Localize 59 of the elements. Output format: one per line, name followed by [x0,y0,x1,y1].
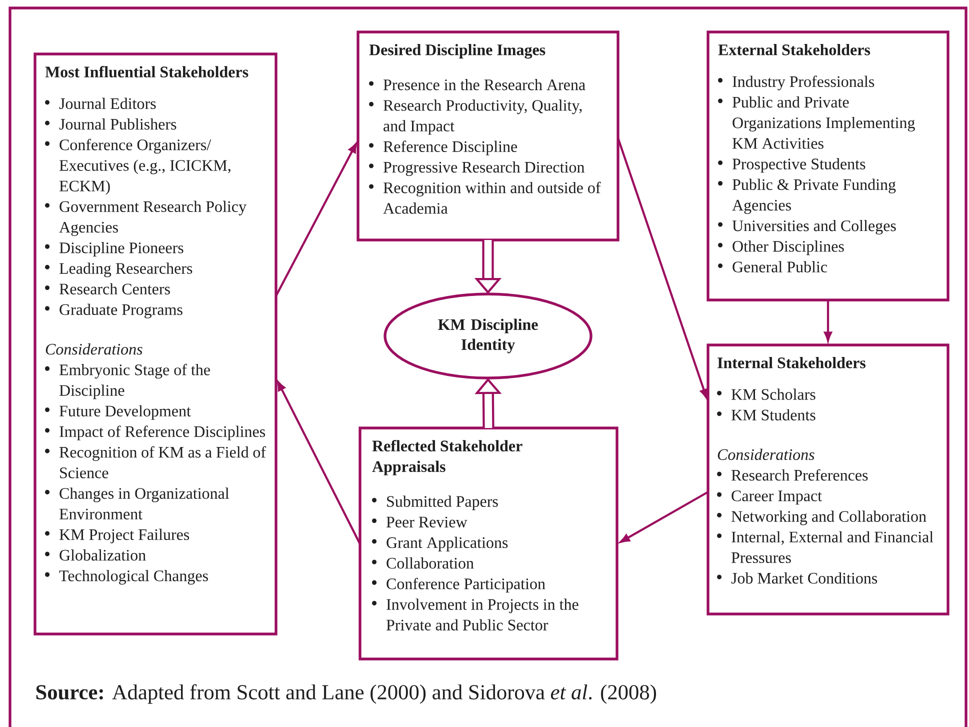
bullet-item: KM Project Failures [59,528,190,544]
bullet-item: Government Research Policy Agencies [59,200,246,236]
arrow [277,381,361,544]
bullet-item: Internal, External and Financial Pressures [731,531,934,564]
stakeholder-box [706,30,950,302]
bullet-item: Other Disciplines [732,240,844,256]
bullet-item: Public and Private Organizations Implementing KM Activities [732,96,915,149]
bullet-item: Research Centers [59,283,170,294]
bullet-item: Universities and Colleges [732,220,896,234]
bullet-item: Graduate Programs [60,304,182,318]
arrow [824,300,832,342]
box-heading: Most Influential Stakeholders [45,66,248,78]
bullet-item: Progressive Research Direction [383,161,584,176]
bullet-item: Networking and Collaboration [731,510,926,526]
arrow [275,143,357,296]
bullet-item: Involvement in Projects in the Private and Public Sector [386,598,578,630]
bullet-item: Changes in Organizational Environment [59,488,230,520]
caption-text: Source: Adapted from Scott and Lane (2000) and Sidorova et al. (2008) [36,684,656,704]
appraisals-box [358,426,618,660]
bullet-item: Future Development [59,405,191,420]
bullet-item: General Public [732,261,828,272]
bullet-item: Technological Changes [59,570,208,585]
bullet-item: KM Scholars [731,388,816,400]
bullet-item: Research Preferences [731,469,868,481]
bullet-item: Journal Publishers [59,118,176,130]
arrow [617,138,708,399]
bullet-item: Reference Discipline [383,140,518,156]
bullet-item: Discipline Pioneers [59,242,184,256]
bullet-item: Public & Private Funding Agencies [732,178,896,214]
bullet-item: Impact of Reference Disciplines [60,426,266,440]
box-heading: Desired Discipline Images [369,44,546,59]
bullet-item: Job Market Conditions [731,572,878,584]
images-box [356,30,620,242]
box-heading: Reflected Stakeholder Appraisals [372,440,522,476]
bullet-item: Industry Professionals [732,76,874,90]
box-heading: Internal Stakeholders [718,357,866,368]
bullet-item: Leading Researchers [59,262,192,278]
bullet-item: Research Productivity, Quality, and Impact [383,100,582,135]
arrow [620,491,709,543]
section-heading: Considerations [46,343,142,355]
bullet-item: KM Students [731,409,816,420]
bullet-item: Conference Organizers/ Executives (e.g., ICICKM, ECKM) [59,138,230,195]
bullet-item: Globalization [60,549,146,561]
bullet-item: Embryonic Stage of the Discipline [59,364,210,400]
bullet-item: Career Impact [732,490,822,504]
bullet-item: Submitted Papers [387,496,498,510]
bullet-item: Grant Applications [386,536,508,552]
bullet-item: Presence in the Research Arena [383,78,586,90]
bullet-item: Recognition of KM as a Field of Science [59,446,266,478]
bullet-item: Collaboration [386,557,474,569]
bullet-item: Prospective Students [732,158,866,173]
box-heading: External Stakeholders [718,44,870,56]
bullet-item: Peer Review [386,516,468,528]
bullet-item: Journal Editors [59,98,156,110]
stakeholder-box [34,52,278,636]
bullet-item: Recognition within and outside of Academia [383,182,601,214]
bullet-item: Conference Participation [386,578,546,593]
stakeholder-box [706,344,950,616]
section-heading: Considerations [718,448,814,460]
